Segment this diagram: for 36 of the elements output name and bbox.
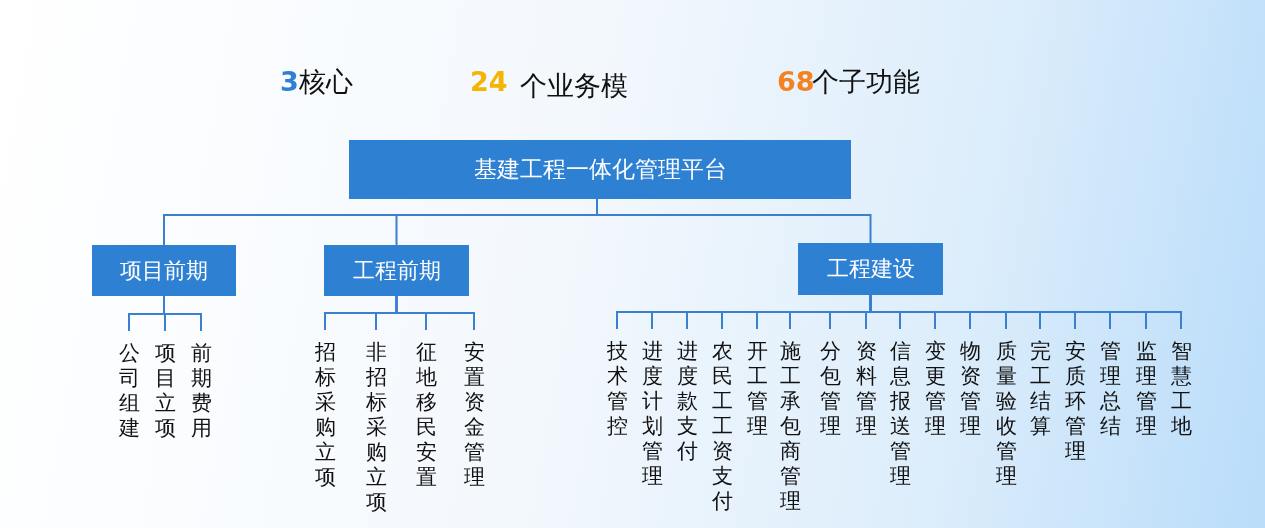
stat-text: 个子功能 (812, 66, 920, 98)
function-label: 技术管控 (602, 329, 632, 439)
function-label: 安质环管理 (1060, 329, 1090, 464)
connector-line (163, 295, 202, 332)
function-label: 分包管理 (815, 329, 845, 439)
function-label: 项目立项 (150, 331, 180, 441)
category-box: 项目前期 (92, 245, 236, 296)
function-label: 安置资金管理 (459, 330, 489, 490)
stat-text: 核心 (299, 66, 353, 98)
stat-number: 24 (470, 66, 508, 98)
stat-text: 个业务模 (520, 70, 628, 102)
function-label: 招标采购立项 (310, 330, 340, 490)
function-label: 非招标采购立项 (361, 330, 391, 515)
function-label: 智慧工地 (1166, 329, 1196, 439)
connector-line (395, 295, 475, 331)
connector-line (596, 198, 872, 244)
function-label: 管理总结 (1095, 329, 1125, 439)
function-label: 开工管理 (742, 329, 772, 439)
function-label: 进度款支付 (672, 329, 702, 464)
function-label: 进度计划管理 (637, 329, 667, 489)
function-label: 监理管理 (1131, 329, 1161, 439)
function-label: 物资管理 (955, 329, 985, 439)
function-label: 信息报送管理 (885, 329, 915, 489)
category-box: 工程建设 (798, 243, 943, 295)
function-label: 质量验收管理 (991, 329, 1021, 489)
stat-number: 3 (280, 66, 299, 98)
function-label: 变更管理 (920, 329, 950, 439)
function-label: 农民工工资支付 (707, 329, 737, 514)
function-label: 征地移民安置 (411, 330, 441, 490)
function-label: 公司组建 (114, 331, 144, 441)
category-box: 基建工程一体化管理平台 (349, 140, 851, 199)
function-label: 施工承包商管理 (775, 329, 805, 514)
function-label: 完工结算 (1025, 329, 1055, 439)
category-box: 工程前期 (324, 245, 469, 296)
function-label: 资料管理 (851, 329, 881, 439)
function-label: 前期费用 (186, 331, 216, 441)
